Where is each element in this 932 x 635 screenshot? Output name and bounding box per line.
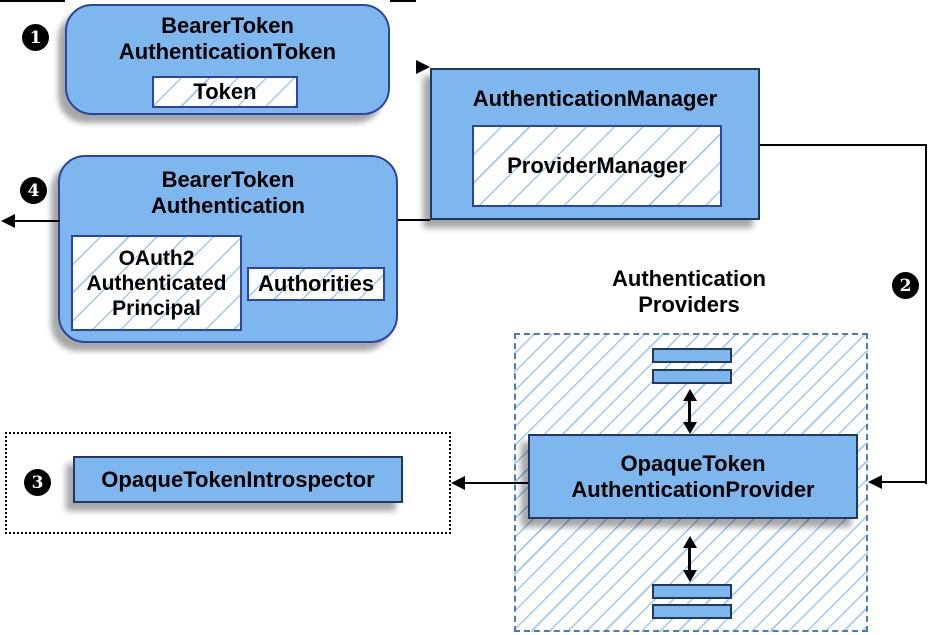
authentication-providers-label: Authentication Providers	[612, 266, 766, 317]
arrow-left-icon	[451, 476, 465, 490]
provider-manager-chip: ProviderManager	[472, 125, 722, 207]
arrow-left-icon	[868, 475, 882, 489]
step-4-badge: 4	[20, 177, 47, 204]
step-3-badge: 3	[24, 469, 51, 496]
oauth2-authenticated-principal-label: OAuth2 Authenticated Principal	[86, 246, 227, 320]
token-chip: Token	[152, 76, 298, 108]
bearer-token-authentication-node: BearerToken Authentication OAuth2 Authen…	[58, 155, 398, 343]
token-to-manager-line	[390, 0, 416, 2]
manager-return-line	[398, 219, 430, 221]
step-4-number: 4	[27, 180, 40, 201]
authorities-label: Authorities	[257, 271, 375, 296]
introspector-group	[5, 432, 451, 534]
arrow-right-icon	[416, 60, 430, 74]
authorities-chip: Authorities	[247, 267, 385, 301]
provider-stack-bar	[652, 584, 732, 599]
step-2-number: 2	[899, 275, 912, 296]
manager-to-provider-line-top	[760, 144, 927, 146]
arrow-up-icon	[683, 389, 697, 401]
provider-stack-bar	[652, 604, 732, 619]
authentication-manager-node: AuthenticationManager ProviderManager	[430, 68, 760, 220]
bearer-token-authentication-title: BearerToken Authentication	[151, 167, 305, 218]
provider-stack-bar	[652, 369, 732, 384]
oauth2-authenticated-principal-chip: OAuth2 Authenticated Principal	[71, 235, 242, 331]
opaque-token-authentication-provider-node: OpaqueToken AuthenticationProvider	[528, 434, 858, 519]
token-chip-label: Token	[193, 79, 257, 104]
arrow-down-icon	[683, 422, 697, 434]
incoming-request-line	[0, 0, 65, 2]
step-1-badge: 1	[22, 24, 49, 51]
bearer-token-authentication-token-node: BearerToken AuthenticationToken Token	[65, 4, 390, 115]
step-2-badge: 2	[892, 272, 919, 299]
bearer-token-authentication-token-title: BearerToken AuthenticationToken	[118, 13, 337, 64]
authentication-manager-title: AuthenticationManager	[472, 86, 718, 111]
arrow-up-icon	[683, 536, 697, 548]
provider-manager-label: ProviderManager	[507, 153, 687, 178]
step-1-number: 1	[29, 27, 42, 48]
arrow-down-icon	[683, 570, 697, 582]
manager-to-provider-line-vertical	[925, 144, 927, 484]
arrow-left-icon	[1, 214, 15, 228]
opaque-token-authentication-provider-title: OpaqueToken AuthenticationProvider	[571, 450, 815, 502]
provider-stack-bar	[652, 348, 732, 363]
outgoing-result-line	[15, 220, 60, 222]
opaque-token-introspector-node: OpaqueTokenIntrospector	[73, 456, 403, 503]
bidirectional-arrow-line	[688, 400, 691, 423]
opaque-token-introspector-title: OpaqueTokenIntrospector	[101, 466, 375, 492]
manager-to-provider-line-bottom	[882, 481, 927, 483]
bidirectional-arrow-line	[688, 547, 691, 571]
provider-to-introspector-line	[465, 482, 528, 484]
step-3-number: 3	[31, 472, 44, 493]
